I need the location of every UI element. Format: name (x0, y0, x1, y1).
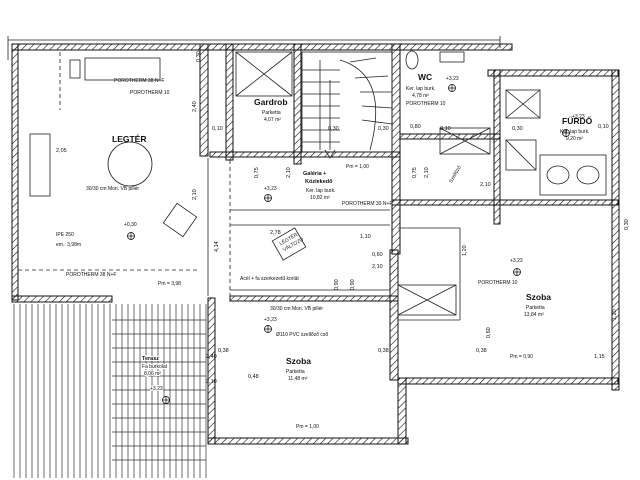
dim: 0,30 (196, 51, 202, 62)
dim: 0,38 (218, 348, 229, 354)
staircase (301, 51, 393, 159)
label-pm090: Pm = 0,90 (510, 354, 533, 360)
label-porotherm38-mid: POROTHERM 38 N+F (66, 272, 116, 278)
label-porotherm30: POROTHERM 30 N+F (342, 201, 392, 207)
gardrob-floor: Parketta (262, 110, 281, 116)
szoba-left-level: +3,23 (264, 317, 277, 323)
dim: 0,48 (248, 374, 259, 380)
dim: 0,30 (378, 126, 389, 132)
dim: 0,10 (598, 124, 609, 130)
galeria-floor: Ker. lap burk. (306, 188, 335, 194)
furdo-floor: Ker. lap burk. (560, 129, 589, 135)
label-ipe-level: em.: 3,98m (56, 242, 81, 248)
bathroom-fixtures (505, 89, 607, 196)
szoba-right-area: 13,84 m² (524, 312, 544, 318)
furdo-name: FÜRDŐ (562, 115, 593, 126)
dim: 0,10 (212, 126, 223, 132)
level-markers (127, 84, 570, 404)
dim: 2,10 (372, 264, 383, 270)
dim: 0,90 (350, 279, 356, 290)
dim: 2,40 (206, 354, 217, 360)
terasz-area: 8,06 m² (144, 371, 161, 377)
dim: 0,75 (254, 167, 260, 178)
label-porotherm10-mid: POROTHERM 10 (478, 280, 518, 286)
galeria-name: Galéria + (303, 171, 326, 177)
label-pm398: Pm = 3,98 (158, 281, 181, 287)
label-pvc: Ø110 PVC szellőző cső (276, 332, 328, 338)
dim: 1,10 (360, 234, 371, 240)
szoba-right-floor: Parketta (526, 305, 545, 311)
dim: 0,60 (372, 252, 383, 258)
galeria-area: 10,82 m² (310, 195, 330, 201)
szoba-left-area: 11,48 m² (288, 376, 308, 382)
dim: 2,10 (192, 189, 198, 200)
dim: 0,38 (476, 348, 487, 354)
wc-area: 4,78 m² (412, 93, 429, 99)
wc-floor: Ker. lap burk. (406, 86, 435, 92)
label-pillar2: 30/30 cm Mon. VB pillér (270, 306, 323, 312)
dim: 1,15 (594, 354, 605, 360)
galeria-level: +3,23 (264, 186, 277, 192)
terasz-level: +3,23 (150, 386, 163, 392)
dim: 0,75 (412, 167, 418, 178)
furdo-area: 9,20 m² (566, 136, 583, 142)
dim: 2,10 (206, 379, 217, 385)
label-porotherm10-wc: POROTHERM 10 (406, 101, 446, 107)
label-porotherm10-top: POROTHERM 10 (130, 90, 170, 96)
dim: 0,90 (334, 279, 340, 290)
label-pm100: Pm = 1,00 (296, 424, 319, 430)
railing (230, 289, 390, 297)
void-marker (271, 227, 307, 261)
terrace-decking (13, 304, 207, 478)
wc-level: +3,23 (446, 76, 459, 82)
label-vent: Szellőző (448, 165, 463, 185)
dim: 0,38 (378, 348, 389, 354)
dim: 0,80 (410, 124, 421, 130)
dim: 2,05 (56, 148, 67, 154)
terasz-name: Terasz (142, 356, 159, 362)
label-pm100-stair: Pm = 1,00 (346, 164, 369, 170)
wc-name: WC (418, 72, 432, 82)
galeria-name2: Közlekedő (305, 179, 333, 185)
gardrob-name: Gardrob (254, 97, 288, 107)
szoba-right-name: Szoba (526, 292, 551, 302)
dim: 2,40 (192, 101, 198, 112)
gardrob-area: 4,07 m² (264, 117, 281, 123)
szoba-right-level: +3,23 (510, 258, 523, 264)
dim: 2,10 (424, 167, 430, 178)
wc-fixtures (405, 50, 491, 155)
wardrobe-right (397, 284, 457, 316)
label-level-030: +0,30 (124, 222, 137, 228)
living-furniture (29, 57, 198, 238)
exterior-walls (11, 43, 620, 445)
label-porotherm38-top: POROTHERM 38 N+F (114, 78, 164, 84)
szoba-left-name: Szoba (286, 356, 311, 366)
szoba-left-floor: Parketta (286, 369, 305, 375)
label-pillar1: 30/30 cm Mon. VB pillér (86, 186, 139, 192)
dim: 2,10 (286, 167, 292, 178)
label-railing: Acél + fa szerkezetű korlát (240, 276, 299, 282)
furdo-level: +3,23 (572, 114, 585, 120)
dim: 0,30 (512, 126, 523, 132)
dim: 1,20 (612, 309, 618, 320)
dim: 4,14 (214, 241, 220, 252)
interior-partitions (18, 52, 461, 321)
label-ipe: IPE 250 (56, 232, 74, 238)
legter-name: LEGTÉR (112, 134, 146, 144)
dim: 2,78 (270, 230, 281, 236)
terasz-floor: Fa burkolat (142, 364, 168, 370)
dim: 0,30 (328, 126, 339, 132)
dim: 1,20 (462, 245, 468, 256)
wardrobe-cabinet (235, 51, 293, 97)
dim: 0,30 (624, 219, 630, 230)
dim: 0,10 (440, 126, 451, 132)
dim: 0,60 (486, 327, 492, 338)
dim: 2,10 (480, 182, 491, 188)
